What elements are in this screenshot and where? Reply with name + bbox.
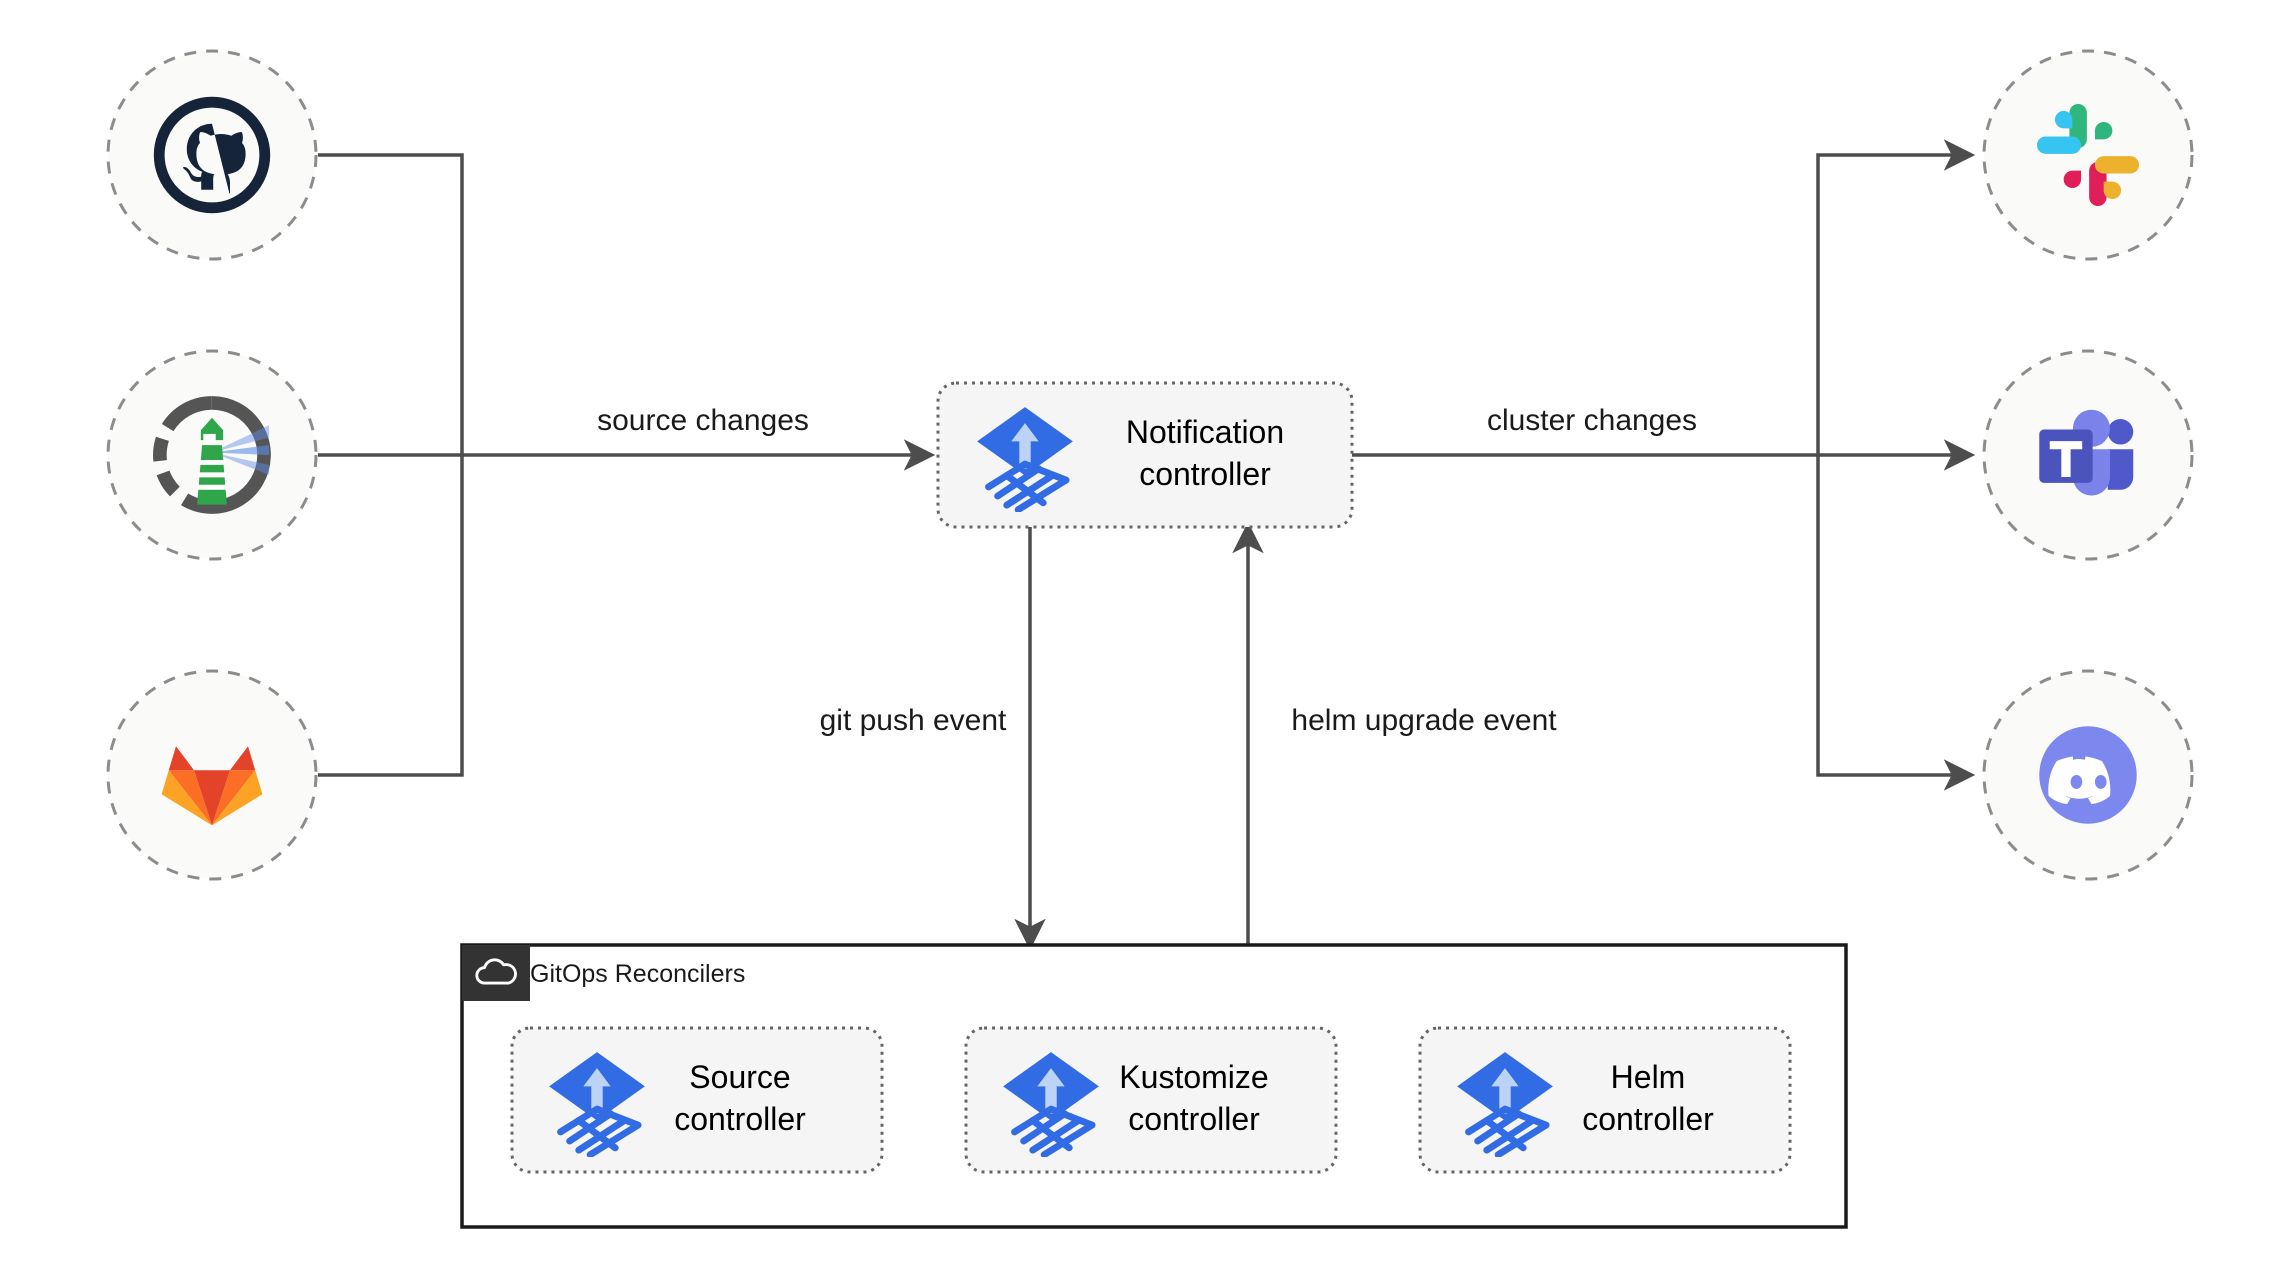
node-box-outline (1418, 1026, 1792, 1174)
edge-gitlab-to-bus (318, 455, 464, 777)
edge-label-source-changes: source changes (597, 404, 809, 437)
discord-icon (2039, 726, 2137, 824)
destination-node-slack[interactable] (1982, 49, 2194, 261)
node-circle-outline (106, 49, 318, 261)
edge-label-helm-upgrade-event: helm upgrade event (1291, 704, 1557, 737)
group-icon-badge (462, 945, 530, 1001)
group-title: GitOps Reconcilers (530, 960, 745, 988)
edge-bus-to-discord (1816, 455, 1976, 791)
edge-label-git-push-event: git push event (820, 704, 1007, 737)
node-box-outline (964, 1026, 1338, 1174)
node-circle-outline (1982, 49, 2194, 261)
node-label-line1: Kustomize (1119, 1059, 1268, 1095)
source-node-flux[interactable] (106, 349, 318, 561)
node-label-line2: controller (674, 1101, 806, 1137)
node-label-line2: controller (1139, 456, 1271, 492)
source-node-gitlab[interactable] (106, 669, 318, 881)
node-box-outline (510, 1026, 884, 1174)
source-node-github[interactable] (106, 49, 318, 261)
node-notification-controller[interactable]: Notification controller (936, 381, 1354, 529)
edge-bus-to-slack (1816, 139, 1976, 455)
node-label-line1: Helm (1611, 1059, 1686, 1095)
node-kustomize-controller[interactable]: Kustomize controller (964, 1026, 1338, 1174)
edge-github-to-bus (318, 153, 464, 455)
node-label-line1: Notification (1126, 414, 1284, 450)
node-label-line1: Source (689, 1059, 790, 1095)
destination-node-teams[interactable] (1982, 349, 2194, 561)
node-helm-controller[interactable]: Helm controller (1418, 1026, 1792, 1174)
destination-node-discord[interactable] (1982, 669, 2194, 881)
node-label-line2: controller (1582, 1101, 1714, 1137)
node-label-line2: controller (1128, 1101, 1260, 1137)
edge-label-cluster-changes: cluster changes (1487, 404, 1697, 437)
node-source-controller[interactable]: Source controller (510, 1026, 884, 1174)
